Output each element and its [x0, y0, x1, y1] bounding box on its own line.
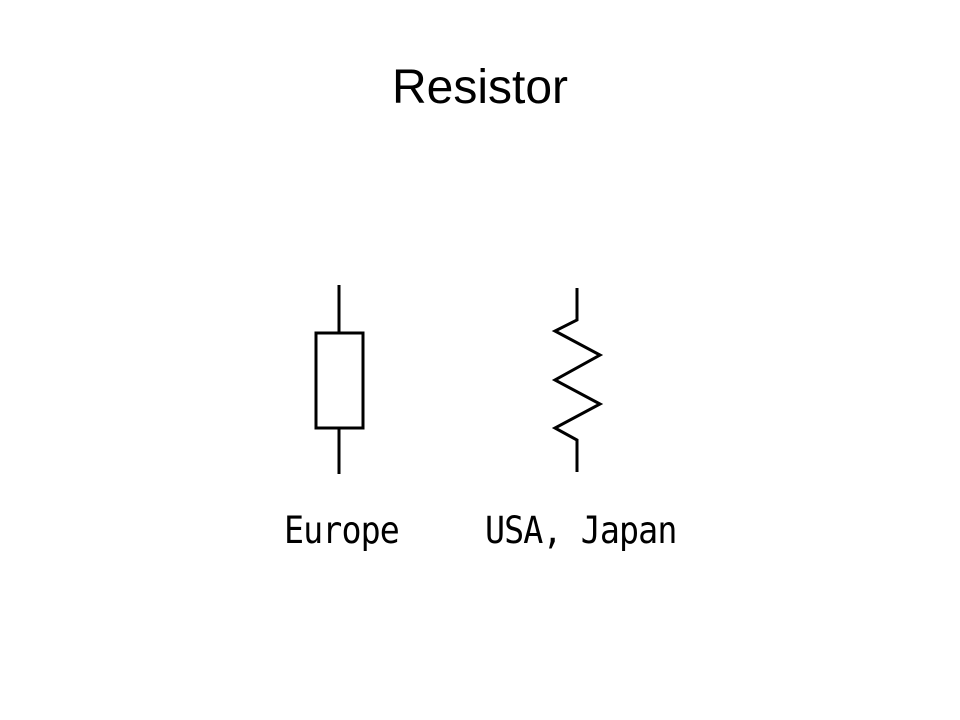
european-resistor-symbol	[314, 285, 365, 474]
american-resistor-label: USA, Japan	[485, 509, 677, 552]
european-resistor-label: Europe	[284, 509, 400, 552]
american-resistor-symbol	[551, 288, 604, 472]
european-resistor-body	[314, 331, 365, 430]
page-title: Resistor	[391, 61, 569, 114]
american-resistor-zigzag	[551, 288, 604, 472]
